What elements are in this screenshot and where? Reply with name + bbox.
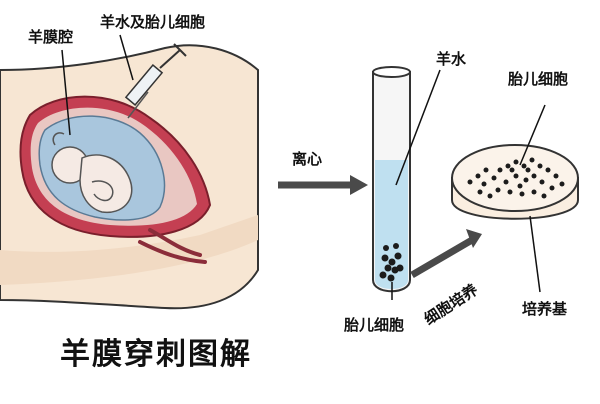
petri-dish <box>451 104 579 293</box>
syringe-plunger-cap-icon <box>173 43 187 57</box>
fetus <box>51 132 133 214</box>
leader-needle-content <box>119 34 134 81</box>
culture-arrow <box>410 229 482 279</box>
label-tube-cells: 胎儿细胞 <box>344 316 405 334</box>
birth-canal <box>138 228 207 264</box>
label-centrifuge: 离心 <box>292 150 323 168</box>
leader-medium <box>529 215 541 293</box>
diagram-title: 羊膜穿刺图解 <box>60 337 252 372</box>
body-skin-inner <box>0 215 258 285</box>
syringe-plunger-icon <box>159 49 181 69</box>
leader-dish-cells <box>519 104 546 166</box>
fetus-limb-2 <box>52 132 65 146</box>
label-amniotic-cavity: 羊膜腔 <box>28 28 74 46</box>
label-dish-cells: 胎儿细胞 <box>508 70 569 88</box>
fetus-body <box>79 154 133 214</box>
tube-rim <box>372 66 411 78</box>
test-tube <box>372 66 441 300</box>
abdomen-cross-section <box>0 34 259 310</box>
centrifuge-arrow <box>278 175 368 195</box>
leader-amniotic-cavity <box>61 49 71 136</box>
label-medium: 培养基 <box>522 300 568 318</box>
syringe-barrel-icon <box>124 63 164 107</box>
label-needle-content: 羊水及胎儿细胞 <box>100 13 206 31</box>
syringe <box>124 43 187 119</box>
leader-tube-fluid <box>395 69 441 186</box>
dish-cells <box>467 157 565 199</box>
tube-cell-pellet <box>379 243 404 282</box>
needle-icon <box>127 91 149 119</box>
fetus-limb-1 <box>91 180 114 202</box>
label-tube-fluid: 羊水 <box>436 50 467 68</box>
